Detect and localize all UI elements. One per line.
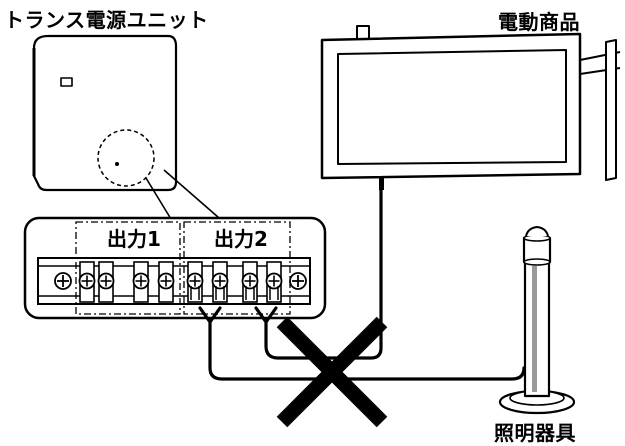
terminal-mount-screws [54, 272, 307, 290]
terminal-screw [97, 261, 115, 303]
detail-callout [97, 129, 227, 225]
sign-product [320, 25, 621, 190]
transformer-unit-label: トランス電源ユニット [4, 8, 209, 32]
lamp-fixture [498, 226, 576, 415]
terminal-screw [186, 261, 204, 303]
output2-group-frame [183, 221, 291, 315]
terminal-screw [132, 261, 150, 303]
output1-label: 出力1 [107, 227, 161, 251]
terminal-screw [211, 261, 229, 303]
lamp-fixture-label: 照明器具 [494, 421, 576, 445]
terminal-screw [265, 261, 283, 303]
terminal-screw [157, 261, 175, 303]
sign-product-label: 電動商品 [498, 10, 580, 34]
output1-group-frame [75, 221, 181, 315]
terminal-block: 出力1 出力2 [23, 216, 327, 320]
transformer-unit [32, 34, 178, 192]
terminal-screw [241, 261, 259, 303]
terminal-screw [78, 261, 96, 303]
output2-label: 出力2 [214, 227, 268, 251]
prohibited-cross-mark [276, 316, 388, 428]
terminal-screws [78, 261, 283, 303]
